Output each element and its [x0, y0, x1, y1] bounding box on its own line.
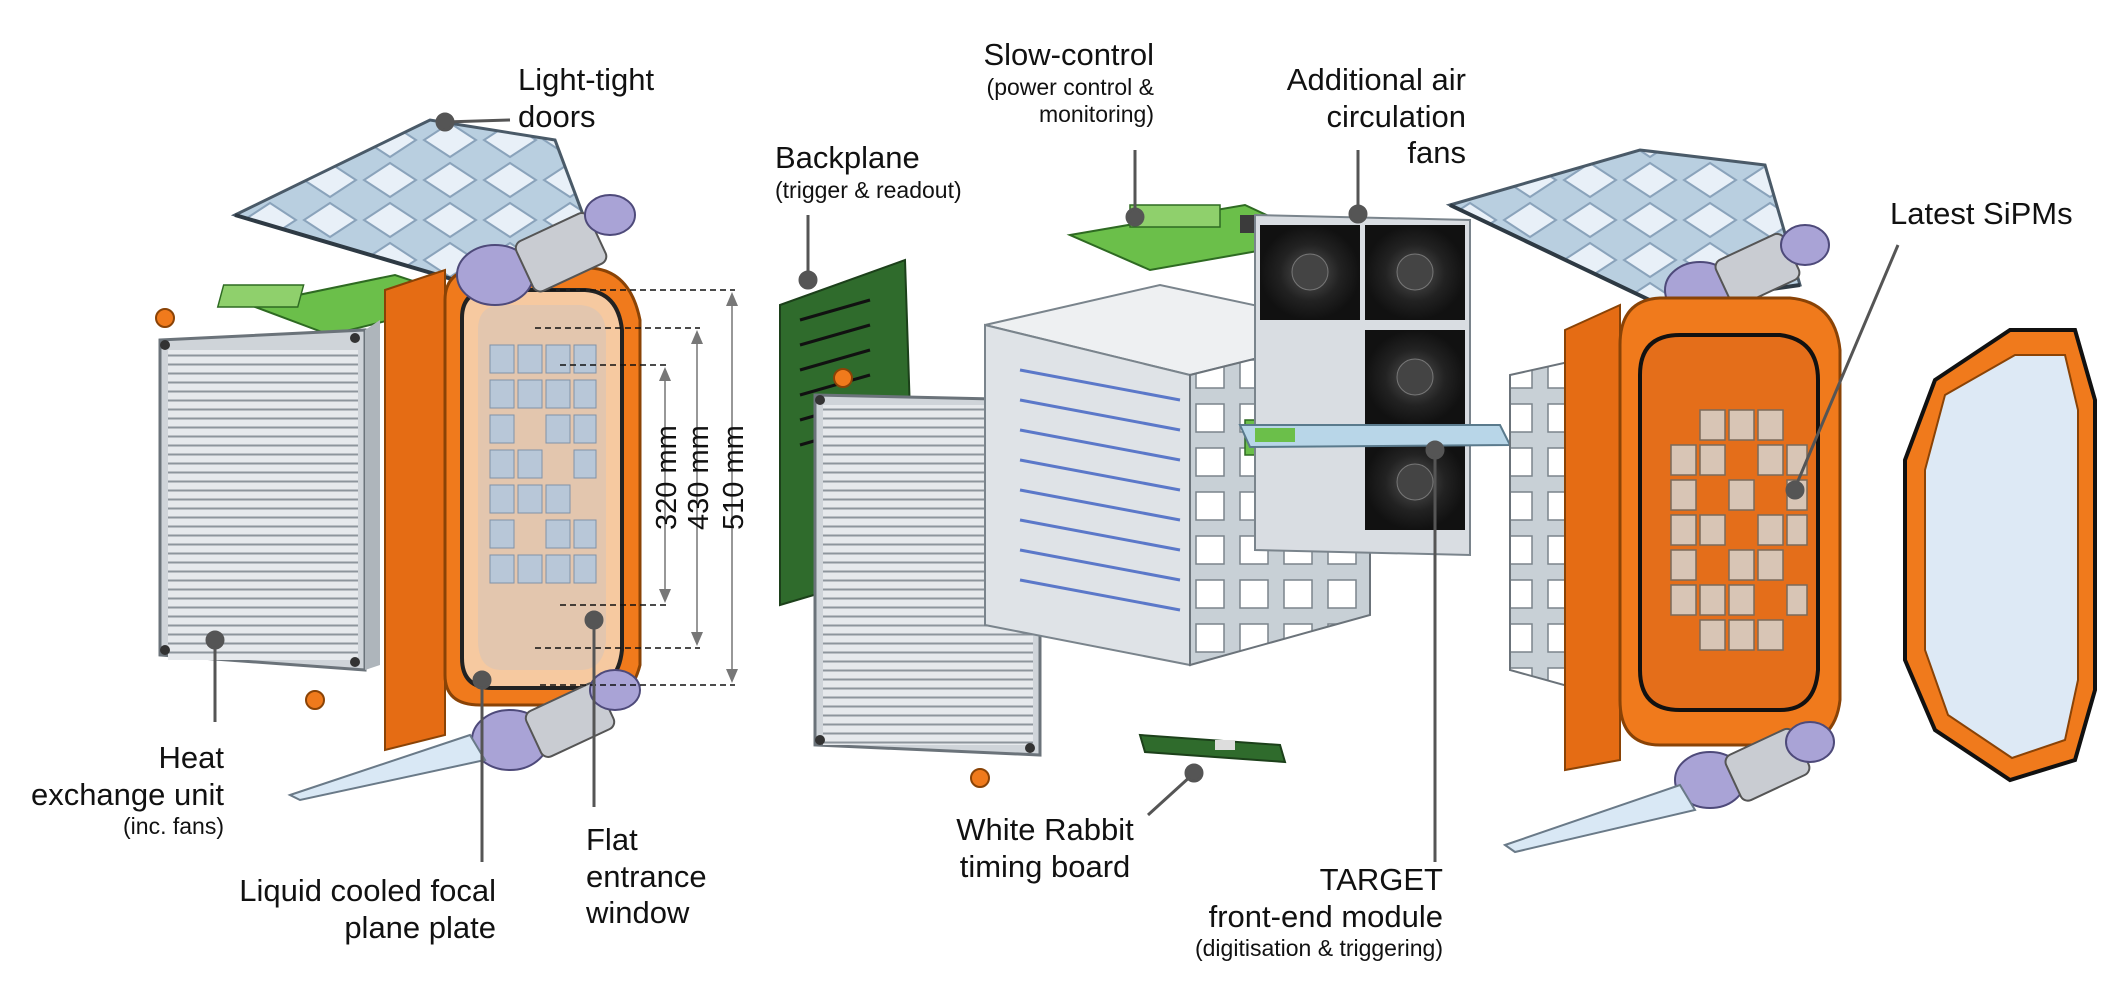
backplane-label: Backplane (trigger & readout) [775, 140, 962, 204]
slow-control-sub2: monitoring) [1038, 100, 1154, 127]
heat-exchange-label: Heat exchange unit (inc. fans) [20, 740, 224, 840]
dimension-430: 430 mm [683, 425, 715, 530]
flat-entrance-window-label: Flat entrance window [586, 822, 707, 932]
door-motor-bottom-left [471, 669, 641, 771]
middle-assembly [779, 203, 1601, 788]
backplane-title: Backplane [775, 140, 920, 175]
light-tight-doors-label: Light-tight doors [518, 62, 654, 135]
slow-control-sub1: (power control & [986, 73, 1154, 100]
air-circulation-fans [1254, 213, 1471, 557]
white-rabbit-line1: White Rabbit [956, 812, 1134, 847]
door-motor-bottom-right [1674, 721, 1835, 809]
heat-sub: (inc. fans) [123, 813, 224, 840]
white-rabbit-line2: timing board [959, 848, 1131, 884]
flat-line2: entrance [586, 858, 707, 894]
pcb-chip-left [216, 284, 305, 308]
liquid-line2: plane plate [344, 909, 496, 945]
dimension-510: 510 mm [718, 425, 750, 530]
additional-line1: Additional air [1286, 62, 1466, 97]
liquid-cooled-label: Liquid cooled focal plane plate [200, 873, 496, 946]
light-tight-door-bottom-right [1502, 783, 1697, 854]
flat-entrance-window-left [478, 305, 606, 670]
heat-exchange-unit-left [155, 308, 380, 710]
target-module [1238, 424, 1512, 449]
right-assembly [1445, 148, 2097, 854]
light-tight-door-bottom-left [287, 733, 487, 802]
additional-fans-label: Additional air circulation fans [1230, 62, 1466, 172]
target-label: TARGET front-end module (digitisation & … [1130, 862, 1443, 962]
light-tight-line2: doors [518, 98, 596, 134]
focal-plane-right [1564, 296, 1842, 772]
liquid-line1: Liquid cooled focal [239, 873, 496, 908]
slow-control-title: Slow-control [983, 37, 1154, 72]
heat-line2: exchange unit [30, 776, 224, 812]
heat-line1: Heat [158, 740, 224, 775]
latest-sipms-label: Latest SiPMs [1890, 196, 2073, 231]
door-motor-top-left [456, 194, 636, 306]
flat-line3: window [586, 895, 690, 931]
white-rabbit-board [1138, 733, 1287, 764]
entrance-window-frame-right [1903, 328, 2097, 783]
light-tight-line1: Light-tight [518, 62, 655, 97]
leader-lines [205, 112, 1900, 862]
dimension-320: 320 mm [651, 425, 683, 530]
dimension-lines [535, 289, 738, 686]
target-line2: front-end module [1208, 898, 1443, 934]
target-line1: TARGET [1319, 862, 1443, 897]
flat-line1: Flat [586, 822, 638, 857]
slow-control-label: Slow-control (power control & monitoring… [880, 37, 1154, 128]
additional-line3: fans [1407, 135, 1466, 171]
left-assembly [155, 118, 738, 802]
white-rabbit-label: White Rabbit timing board [940, 812, 1150, 885]
additional-line2: circulation [1326, 98, 1466, 134]
backplane-sub: (trigger & readout) [775, 176, 962, 203]
target-sub: (digitisation & triggering) [1194, 935, 1443, 962]
